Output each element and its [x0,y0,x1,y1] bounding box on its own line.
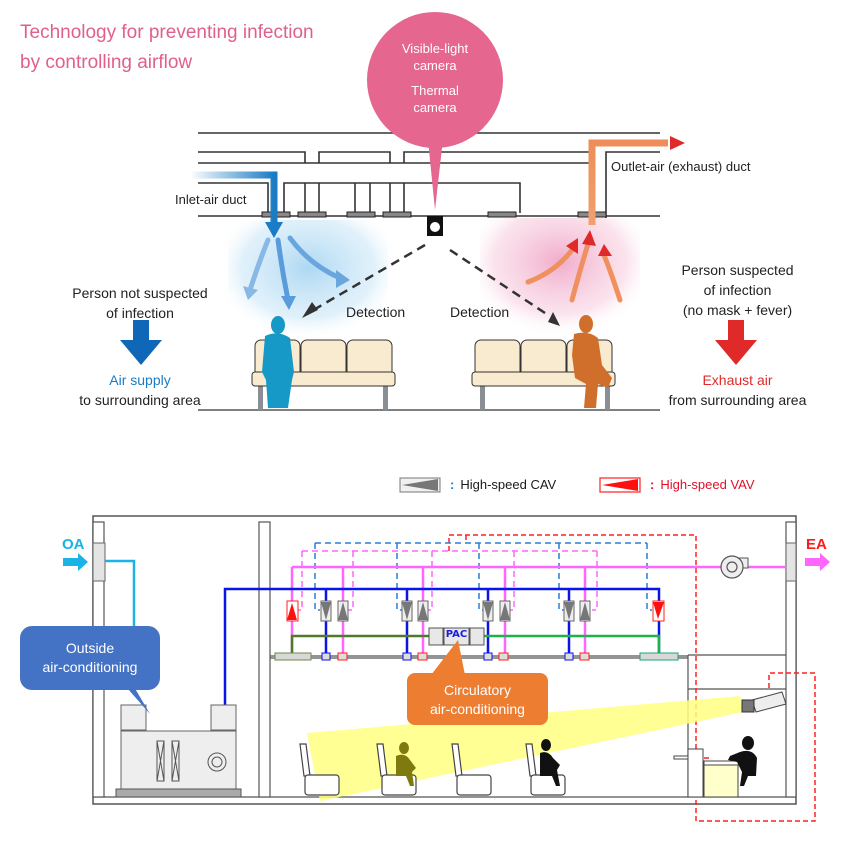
exhaust-air-title: Exhaust air [702,372,773,388]
legend-vav: : High-speed VAV [650,477,755,492]
exhaust-air-subtitle: from surrounding area [668,392,807,408]
inlet-air-arrow [190,171,278,225]
desk-worker [728,736,757,786]
outside-ac-unit [115,704,242,798]
legend-cav-label: High-speed CAV [460,477,557,492]
exhaust-down-arrow-icon [715,320,757,365]
air-supply-title: Air supply [109,372,171,388]
chair [451,743,492,796]
seated-person-black [540,739,560,786]
reception-desk [673,748,745,798]
camera-lens-icon [430,222,440,232]
ea-arrow-icon [805,553,830,571]
outside-ac-bubble [20,626,160,690]
circulatory-line-1: Circulatory [444,682,511,698]
person-not-suspected [262,316,294,408]
seated-person-olive [396,742,416,786]
arrowhead-icon [598,244,612,256]
circulatory-line-2: air-conditioning [430,701,525,717]
person-suspected-label: Person suspected of infection (no mask +… [650,260,825,320]
legend-colon: : [450,477,455,492]
legend-colon: : [650,477,655,492]
exhaust-air-label: Exhaust air from surrounding area [645,370,830,410]
camera-type-thermal-2: camera [413,100,457,115]
diffuser [274,652,312,661]
legend-vav-label: High-speed VAV [660,477,755,492]
page-title: Technology for preventing infection by c… [20,18,314,78]
person-not-suspected-label: Person not suspected of infection [50,283,230,323]
control-wiring-pink [297,550,598,611]
security-camera-icon [741,691,787,713]
arrowhead-icon [243,286,258,300]
chair [299,743,340,796]
detection-arrow-left [309,243,426,314]
title-line-1: Technology for preventing infection [20,22,314,43]
air-supply-down-arrow-icon [120,320,162,365]
detection-label-right: Detection [450,304,510,320]
diffuser [639,652,679,661]
oa-louver [92,542,106,582]
camera-type-thermal: Thermal [411,83,459,98]
control-wiring-blue [314,542,652,611]
oa-label: OA [62,536,85,553]
cav-units [320,600,591,622]
air-supply-subtitle: to surrounding area [79,392,201,408]
person-suspected-line-1: Person suspected [681,262,794,278]
legend-vav-icon [599,477,641,493]
arrowhead-icon [281,296,296,310]
detection-arrow-right [449,248,549,317]
ea-louver [785,542,797,582]
camera-type-visible: Visible-light [401,41,469,56]
camera-type-visible-2: camera [413,58,457,73]
exhaust-airflow-arrows [525,241,623,303]
title-line-2: by controlling airflow [20,52,193,73]
grille-units [321,652,590,661]
inlet-arrowhead-icon [265,222,283,238]
legend-cav-icon [399,477,441,493]
arrowhead-icon [566,238,578,254]
vav-unit-right [652,600,665,622]
person-not-suspected-line-2: of infection [106,305,174,321]
outlet-arrowhead-icon [670,136,685,150]
outside-ac-line-1: Outside [65,640,115,656]
person-not-suspected-line-1: Person not suspected [72,285,208,301]
cav-dampers [321,602,590,620]
camera-bubble-text: Visible-light camera Thermal camera [385,40,485,116]
detection-label-left: Detection [346,304,406,320]
camera-bubble [367,12,503,148]
person-suspected-line-3: (no mask + fever) [682,302,793,318]
pac-line-left [290,634,430,653]
circulatory-bubble-pointer [431,640,465,675]
outside-ac-line-2: air-conditioning [42,659,138,675]
camera-bubble-pointer [427,130,444,210]
person-suspected [572,315,612,408]
legend-cav: : High-speed CAV [450,477,556,492]
pac-label: PAC [445,629,468,640]
supply-duct [223,587,661,710]
exhaust-fan-icon [720,555,749,579]
circulatory-ac-text: Circulatory air-conditioning [407,681,548,719]
outlet-duct-label: Outlet-air (exhaust) duct [611,159,751,174]
oa-arrow-icon [63,553,88,571]
ea-label: EA [806,536,827,553]
pac-line-right [483,634,661,655]
detection-arrowhead-icon [548,312,560,326]
chairs [299,743,566,796]
arrowhead-icon [336,270,350,288]
camera-view-beam [307,696,743,801]
detection-arrowhead-icon [302,302,318,318]
person-suspected-line-2: of infection [703,282,772,298]
circulatory-bubble [407,673,548,725]
air-supply-label: Air supply to surrounding area [50,370,230,410]
outside-ac-text: Outside air-conditioning [20,639,160,677]
supply-airflow-arrows [247,235,343,303]
arrowhead-icon [582,230,596,246]
oa-duct [105,559,136,628]
vav-unit-left [286,600,299,622]
exhaust-duct [290,565,786,655]
inlet-duct-label: Inlet-air duct [175,192,247,207]
